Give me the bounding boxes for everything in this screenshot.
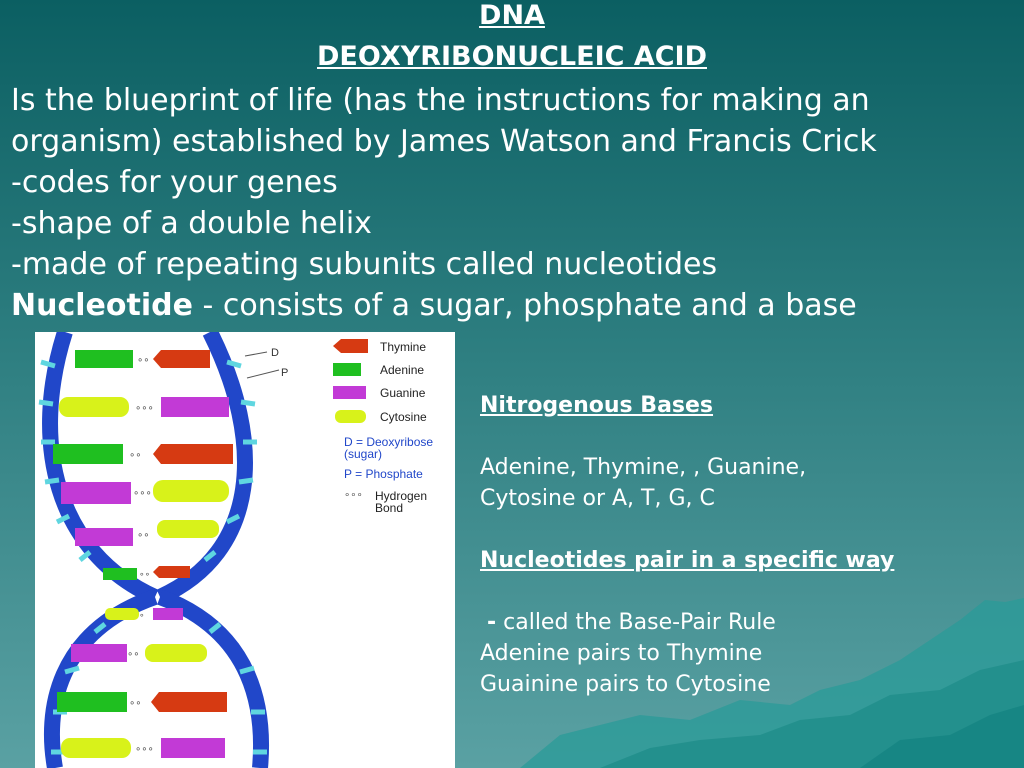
svg-text:∘∘∘: ∘∘∘ (344, 490, 363, 501)
svg-text:∘∘: ∘∘ (137, 355, 150, 366)
legend-h-line1: Hydrogen (375, 489, 427, 503)
base-pair-rule: - called the Base-Pair Rule (480, 607, 1000, 638)
pair-adenine-thymine: Adenine pairs to Thymine (480, 641, 763, 666)
legend-d-line2: (sugar) (344, 447, 382, 461)
legend-guanine: Guanine (380, 386, 426, 400)
legend-h-line2: Bond (375, 501, 403, 515)
svg-text:∘∘: ∘∘ (139, 570, 150, 580)
svg-text:∘∘: ∘∘ (137, 530, 150, 541)
label-d: D (271, 347, 279, 359)
dna-helix-illustration: ∘∘ ∘∘∘ ∘∘ ∘∘∘ ∘∘ ∘∘ ∘ ∘∘ ∘∘ (38, 332, 433, 768)
legend-adenine: Adenine (380, 363, 424, 377)
dna-diagram: ∘∘ ∘∘∘ ∘∘ ∘∘∘ ∘∘ ∘∘ ∘ ∘∘ ∘∘ (35, 332, 455, 768)
heading-pairing: Nucleotides pair in a specific way (480, 548, 895, 573)
nucleotide-term: Nucleotide (11, 288, 193, 323)
title-dna: DNA (479, 0, 545, 31)
nucleotide-line: Nucleotide - consists of a sugar, phosph… (11, 285, 1021, 326)
title-full-name: DEOXYRIBONUCLEIC ACID (317, 41, 707, 72)
body-line-2: organism) established by James Watson an… (11, 124, 877, 159)
body-line-3: -codes for your genes (11, 165, 338, 200)
nucleotide-definition: - consists of a sugar, phosphate and a b… (192, 288, 857, 323)
svg-text:∘∘: ∘∘ (129, 450, 142, 461)
svg-text:∘∘∘: ∘∘∘ (135, 403, 154, 414)
legend-d-line1: D = Deoxyribose (344, 435, 433, 449)
body-text: Is the blueprint of life (has the instru… (11, 80, 1021, 326)
heading-nitrogenous-bases: Nitrogenous Bases (480, 393, 714, 418)
svg-text:∘∘: ∘∘ (129, 698, 142, 709)
legend-thymine: Thymine (380, 340, 426, 354)
bases-line-2: Cytosine or A, T, G, C (480, 486, 715, 511)
svg-text:∘: ∘ (139, 611, 145, 621)
pair-guanine-cytosine: Guainine pairs to Cytosine (480, 672, 771, 697)
base-info: Nitrogenous Bases Adenine, Thymine, , Gu… (480, 390, 1000, 700)
legend-p-line: P = Phosphate (344, 467, 423, 481)
bases-line-1: Adenine, Thymine, , Guanine, (480, 455, 807, 480)
body-line-1: Is the blueprint of life (has the instru… (11, 83, 870, 118)
body-line-4: -shape of a double helix (11, 206, 372, 241)
label-p: P (281, 367, 288, 379)
svg-text:∘∘∘: ∘∘∘ (135, 744, 154, 755)
body-line-5: -made of repeating subunits called nucle… (11, 247, 718, 282)
rule-text: called the Base-Pair Rule (496, 610, 776, 635)
legend-cytosine: Cytosine (380, 410, 427, 424)
svg-text:∘∘: ∘∘ (127, 649, 140, 660)
svg-text:∘∘∘: ∘∘∘ (133, 488, 152, 499)
rule-dash: - (487, 610, 497, 635)
